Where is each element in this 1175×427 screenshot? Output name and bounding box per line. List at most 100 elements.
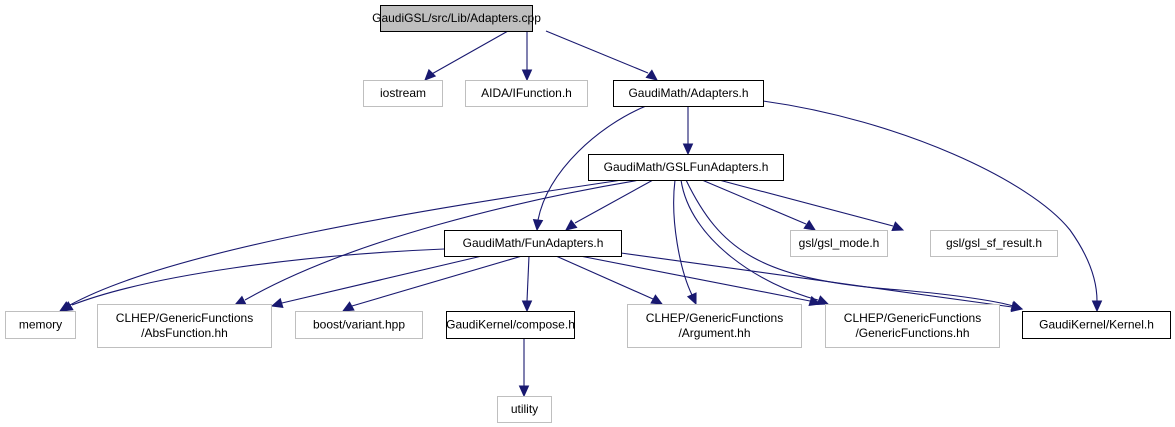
edge-line — [762, 100, 1098, 302]
edge-gaudimath-funadapters-h-to-clhep-genericfunctions — [579, 255, 822, 307]
node-box — [446, 311, 575, 339]
edge-line — [701, 179, 807, 225]
edge-line — [71, 248, 445, 306]
arrowhead-icon — [1091, 300, 1103, 313]
node-label: gsl/gsl_sf_result.h — [946, 236, 1042, 250]
arrowhead-icon — [521, 69, 533, 82]
arrowhead-icon — [518, 385, 530, 398]
node-gsl-sf-result: gsl/gsl_sf_result.h — [930, 230, 1058, 257]
arrowhead-icon — [270, 297, 284, 309]
edge-line — [351, 255, 523, 307]
node-label: gsl/gsl_mode.h — [799, 236, 880, 250]
node-aida-ifunction: AIDA/IFunction.h — [465, 80, 588, 107]
edge-line — [579, 255, 811, 302]
node-label: memory — [19, 318, 62, 332]
edge-line — [429, 30, 509, 76]
edge-line — [537, 105, 647, 221]
node-iostream: iostream — [363, 80, 443, 107]
node-gaudimath-adapters-h[interactable]: GaudiMath/Adapters.h — [613, 80, 764, 107]
node-clhep-argument: CLHEP/GenericFunctions/Argument.hh — [627, 304, 802, 348]
edge-gaudimath-funadapters-h-to-boost-variant — [341, 255, 523, 312]
node-label: utility — [511, 402, 538, 416]
node-label: AIDA/IFunction.h — [481, 86, 572, 100]
edge-gaudimath-funadapters-h-to-gaudikernel-kernel — [620, 252, 1024, 313]
edge-line — [281, 255, 483, 304]
arrowhead-icon — [803, 219, 817, 231]
node-box — [5, 311, 76, 339]
node-gaudikernel-compose[interactable]: GaudiKernel/compose.h — [446, 311, 575, 339]
node-label: boost/variant.hpp — [313, 318, 405, 332]
edge-gaudimath-gslfunadapters-h-to-gsl-mode — [701, 179, 817, 231]
arrowhead-icon — [341, 301, 355, 312]
arrowhead-icon — [808, 295, 822, 307]
node-label: CLHEP/GenericFunctions — [844, 311, 981, 325]
node-gaudimath-gslfunadapters-h[interactable]: GaudiMath/GSLFunAdapters.h — [588, 154, 784, 181]
node-boost-variant: boost/variant.hpp — [295, 311, 423, 339]
node-box — [627, 304, 802, 348]
node-label: GaudiGSL/src/Lib/Adapters.cpp — [372, 11, 541, 25]
node-gsl-mode: gsl/gsl_mode.h — [790, 230, 888, 257]
node-label: /GenericFunctions.hh — [855, 326, 969, 340]
node-clhep-absfunction: CLHEP/GenericFunctions/AbsFunction.hh — [97, 304, 272, 348]
node-clhep-genericfunctions: CLHEP/GenericFunctions/GenericFunctions.… — [825, 304, 1000, 348]
node-box — [497, 396, 552, 423]
node-label: GaudiMath/Adapters.h — [628, 86, 748, 100]
edge-gaudikernel-compose-to-utility — [518, 338, 530, 398]
arrowhead-icon — [891, 221, 905, 231]
edge-line — [555, 255, 654, 300]
node-label: /Argument.hh — [678, 326, 750, 340]
edges-layer — [58, 30, 1103, 398]
node-box — [1022, 311, 1171, 339]
edge-line — [718, 179, 894, 227]
node-label: CLHEP/GenericFunctions — [646, 311, 783, 325]
node-gaudimath-funadapters-h[interactable]: GaudiMath/FunAdapters.h — [444, 230, 622, 257]
node-box — [97, 304, 272, 348]
edge-gaudimath-gslfunadapters-h-to-clhep-argument — [673, 179, 697, 306]
edge-line — [545, 30, 649, 74]
edge-gaudimath-adapters-h-to-gaudimath-gslfunadapters-h — [682, 106, 694, 156]
node-label: GaudiKernel/compose.h — [446, 318, 575, 332]
node-box — [588, 154, 784, 181]
edge-line — [526, 255, 530, 302]
node-label: GaudiMath/FunAdapters.h — [463, 236, 604, 250]
edge-gaudimath-funadapters-h-to-clhep-argument — [555, 255, 664, 305]
edge-line — [620, 252, 1013, 308]
arrowhead-icon — [424, 68, 437, 81]
edge-gaudimath-gslfunadapters-h-to-gaudimath-funadapters-h — [565, 179, 654, 231]
node-box — [380, 5, 533, 32]
node-box — [363, 80, 443, 107]
edge-gaudimath-gslfunadapters-h-to-gsl-sf-result — [718, 179, 905, 231]
arrowhead-icon — [686, 292, 697, 306]
node-label: /AbsFunction.hh — [141, 326, 228, 340]
arrowhead-icon — [532, 219, 544, 232]
node-box — [613, 80, 764, 107]
node-box — [790, 230, 888, 257]
edge-line — [574, 179, 654, 224]
arrowhead-icon — [816, 295, 830, 305]
node-box — [930, 230, 1058, 257]
node-box — [444, 230, 622, 257]
node-memory: memory — [5, 311, 76, 339]
edge-gaudimath-funadapters-h-to-gaudikernel-compose — [521, 255, 533, 313]
edge-gaudimath-adapters-h-to-gaudimath-funadapters-h — [532, 105, 647, 232]
edge-gaudimath-adapters-h-to-gaudikernel-kernel — [762, 100, 1103, 313]
arrowhead-icon — [565, 219, 578, 231]
node-adapters-cpp[interactable]: GaudiGSL/src/Lib/Adapters.cpp — [372, 5, 541, 32]
node-label: GaudiMath/GSLFunAdapters.h — [604, 160, 769, 174]
node-label: iostream — [380, 86, 426, 100]
node-box — [465, 80, 588, 107]
node-label: GaudiKernel/Kernel.h — [1039, 318, 1154, 332]
arrowhead-icon — [233, 295, 247, 306]
edge-gaudimath-funadapters-h-to-memory — [60, 248, 445, 312]
edge-adapters-cpp-to-gaudimath-adapters-h — [545, 30, 658, 81]
edge-line — [69, 179, 623, 306]
arrowhead-icon — [645, 69, 658, 81]
arrowhead-icon — [521, 300, 533, 313]
node-box — [295, 311, 423, 339]
node-gaudikernel-kernel[interactable]: GaudiKernel/Kernel.h — [1022, 311, 1171, 339]
arrowhead-icon — [60, 301, 74, 312]
edge-adapters-cpp-to-aida-ifunction — [521, 31, 533, 82]
arrowhead-icon — [650, 294, 664, 305]
arrowhead-icon — [682, 143, 694, 156]
